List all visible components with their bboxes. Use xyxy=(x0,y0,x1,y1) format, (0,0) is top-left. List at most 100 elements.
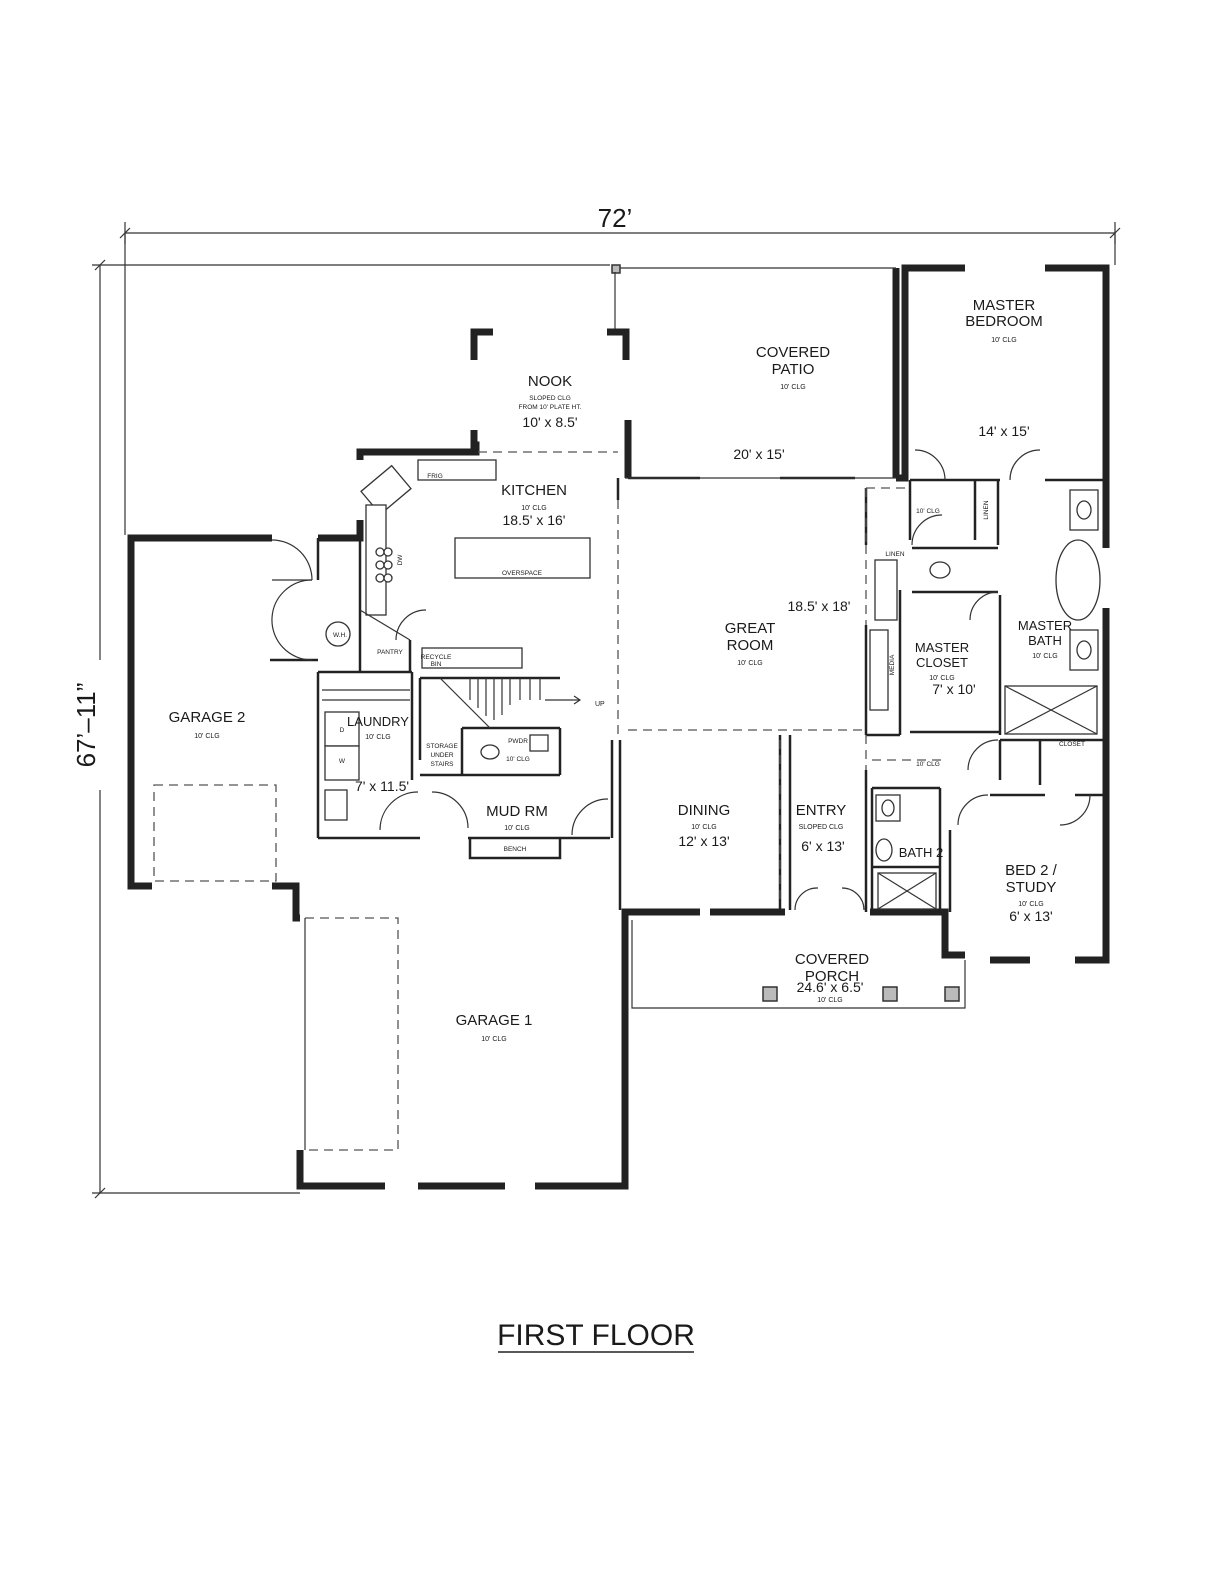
master-bedroom-label-1: MASTER xyxy=(973,297,1036,314)
bath2-toilet xyxy=(875,838,893,862)
room-bath-2: BATH 2 xyxy=(899,845,944,860)
entry-ceiling: SLOPED CLG xyxy=(799,824,844,831)
dining-ceiling: 10' CLG xyxy=(691,824,716,831)
stairs xyxy=(439,677,582,729)
upper-counter xyxy=(417,459,497,481)
porch-size: 24.6' x 6.5' xyxy=(797,979,864,995)
room-mud-rm: MUD RM 10' CLG BENCH xyxy=(486,803,548,853)
plan-title: FIRST FLOOR xyxy=(497,1319,695,1353)
great-room-ceiling: 10' CLG xyxy=(737,660,762,667)
porch-ceiling: 10' CLG xyxy=(817,997,842,1004)
water-heater xyxy=(325,621,351,647)
porch-label-1: COVERED xyxy=(795,951,869,968)
closet-label: CLOSET xyxy=(1059,741,1085,748)
kitchen-island xyxy=(454,537,591,579)
pwdr-label: PWDR xyxy=(508,738,528,745)
kitchen-ceiling: 10' CLG xyxy=(521,505,546,512)
patio-label-1: COVERED xyxy=(756,344,830,361)
garage1-label: GARAGE 1 xyxy=(456,1012,533,1029)
great-room-label-2: ROOM xyxy=(727,637,774,654)
master-bath-label-1: MASTER xyxy=(1018,618,1072,633)
storage-label-2: UNDER xyxy=(430,752,453,759)
doors xyxy=(271,449,1091,911)
bed2-label-1: BED 2 / xyxy=(1005,862,1058,879)
laundry-fixtures xyxy=(322,689,410,821)
garage2-ceiling: 10' CLG xyxy=(194,733,219,740)
dimension-depth: 67’–11” xyxy=(71,259,300,1199)
room-nook: NOOK SLOPED CLG FROM 10' PLATE HT. 10' x… xyxy=(519,373,582,430)
island-label: OVERSPACE xyxy=(502,570,543,577)
mud-rm-label: MUD RM xyxy=(486,803,548,820)
room-master-bath: MASTER BATH 10' CLG xyxy=(1018,618,1072,660)
hall-ceiling: 10' CLG xyxy=(916,761,940,768)
media-label: MEDIA xyxy=(889,654,896,675)
dining-label: DINING xyxy=(678,802,731,819)
garage1-ceiling: 10' CLG xyxy=(481,1036,506,1043)
wic-ceiling: 10' CLG xyxy=(916,508,940,515)
room-dining: DINING 10' CLG 12' x 13' xyxy=(678,802,731,849)
width-label: 72’ xyxy=(598,203,633,233)
recycle-label-1: RECYCLE xyxy=(421,654,452,661)
storage-label-3: STAIRS xyxy=(431,761,455,768)
bath2-label: BATH 2 xyxy=(899,845,944,860)
master-bath-ceiling: 10' CLG xyxy=(1032,653,1057,660)
small-labels: PANTRY STORAGE UNDER STAIRS PWDR 10' CLG… xyxy=(333,473,1085,768)
kitchen-fixtures xyxy=(325,459,591,669)
laundry-size: 7' x 11.5' xyxy=(355,778,409,794)
nook-label: NOOK xyxy=(528,373,572,390)
kitchen-size: 18.5' x 16' xyxy=(503,512,566,528)
bath-fixtures xyxy=(480,489,1101,910)
pantry-label: PANTRY xyxy=(377,649,403,656)
room-great-room: GREAT ROOM 10' CLG 18.5' x 18' xyxy=(725,598,851,667)
patio-size: 20' x 15' xyxy=(733,446,784,462)
washer-label: W xyxy=(339,758,346,765)
mud-rm-ceiling: 10' CLG xyxy=(504,825,529,832)
nook-size: 10' x 8.5' xyxy=(522,414,577,430)
dimension-width: 72’ xyxy=(119,200,1121,244)
room-entry: ENTRY SLOPED CLG 6' x 13' xyxy=(796,802,847,854)
nook-note-1: SLOPED CLG xyxy=(529,395,571,402)
nook-note-2: FROM 10' PLATE HT. xyxy=(519,404,582,411)
great-room-label-1: GREAT xyxy=(725,620,776,637)
room-garage-2: GARAGE 2 10' CLG xyxy=(169,709,246,740)
porch-outline xyxy=(304,477,966,1150)
great-room-size: 18.5' x 18' xyxy=(788,598,851,614)
porch-label-2: PORCH xyxy=(805,968,859,985)
dining-size: 12' x 13' xyxy=(678,833,729,849)
master-bath-label-2: BATH xyxy=(1028,633,1062,648)
laundry-sink xyxy=(324,789,348,821)
master-bedroom-label-2: BEDROOM xyxy=(965,313,1043,330)
linen-label: LINEN xyxy=(885,551,904,558)
pwdr-ceiling: 10' CLG xyxy=(506,756,530,763)
laundry-ceiling: 10' CLG xyxy=(365,734,390,741)
entry-label: ENTRY xyxy=(796,802,847,819)
room-bed-2: BED 2 / STUDY 10' CLG 6' x 13' xyxy=(1005,862,1058,924)
interior-walls xyxy=(270,478,1106,912)
pwdr-toilet xyxy=(480,744,500,760)
dashed-openings xyxy=(153,451,945,1151)
bathtub xyxy=(1055,539,1101,621)
storage-label-1: STORAGE xyxy=(426,743,458,750)
bed2-label-2: STUDY xyxy=(1006,879,1057,896)
room-covered-porch: COVERED PORCH 24.6' x 6.5' 10' CLG xyxy=(795,951,869,1004)
room-garage-1: GARAGE 1 10' CLG xyxy=(456,1012,533,1043)
room-master-bedroom: MASTER BEDROOM 10' CLG 14' x 15' xyxy=(965,297,1043,439)
up-label: UP xyxy=(595,701,605,708)
bed2-ceiling: 10' CLG xyxy=(1018,901,1043,908)
dw-label: DW xyxy=(397,554,404,566)
bench-label: BENCH xyxy=(504,846,527,853)
room-covered-patio: COVERED PATIO 10' CLG 20' x 15' xyxy=(733,344,830,462)
washer xyxy=(324,745,360,781)
master-closet-size: 7' x 10' xyxy=(932,681,975,697)
title-text: FIRST FLOOR xyxy=(497,1319,695,1352)
kitchen-sink xyxy=(360,464,412,516)
master-closet-label-1: MASTER xyxy=(915,640,969,655)
frig-label: FRIG xyxy=(427,473,443,480)
master-bedroom-size: 14' x 15' xyxy=(978,423,1029,439)
master-closet-ceiling: 10' CLG xyxy=(929,675,954,682)
master-closet-label-2: CLOSET xyxy=(916,655,968,670)
patio-label-2: PATIO xyxy=(772,361,815,378)
exterior-walls xyxy=(127,264,1110,1190)
room-kitchen: KITCHEN 10' CLG 18.5' x 16' OVERSPACE xyxy=(501,482,567,577)
